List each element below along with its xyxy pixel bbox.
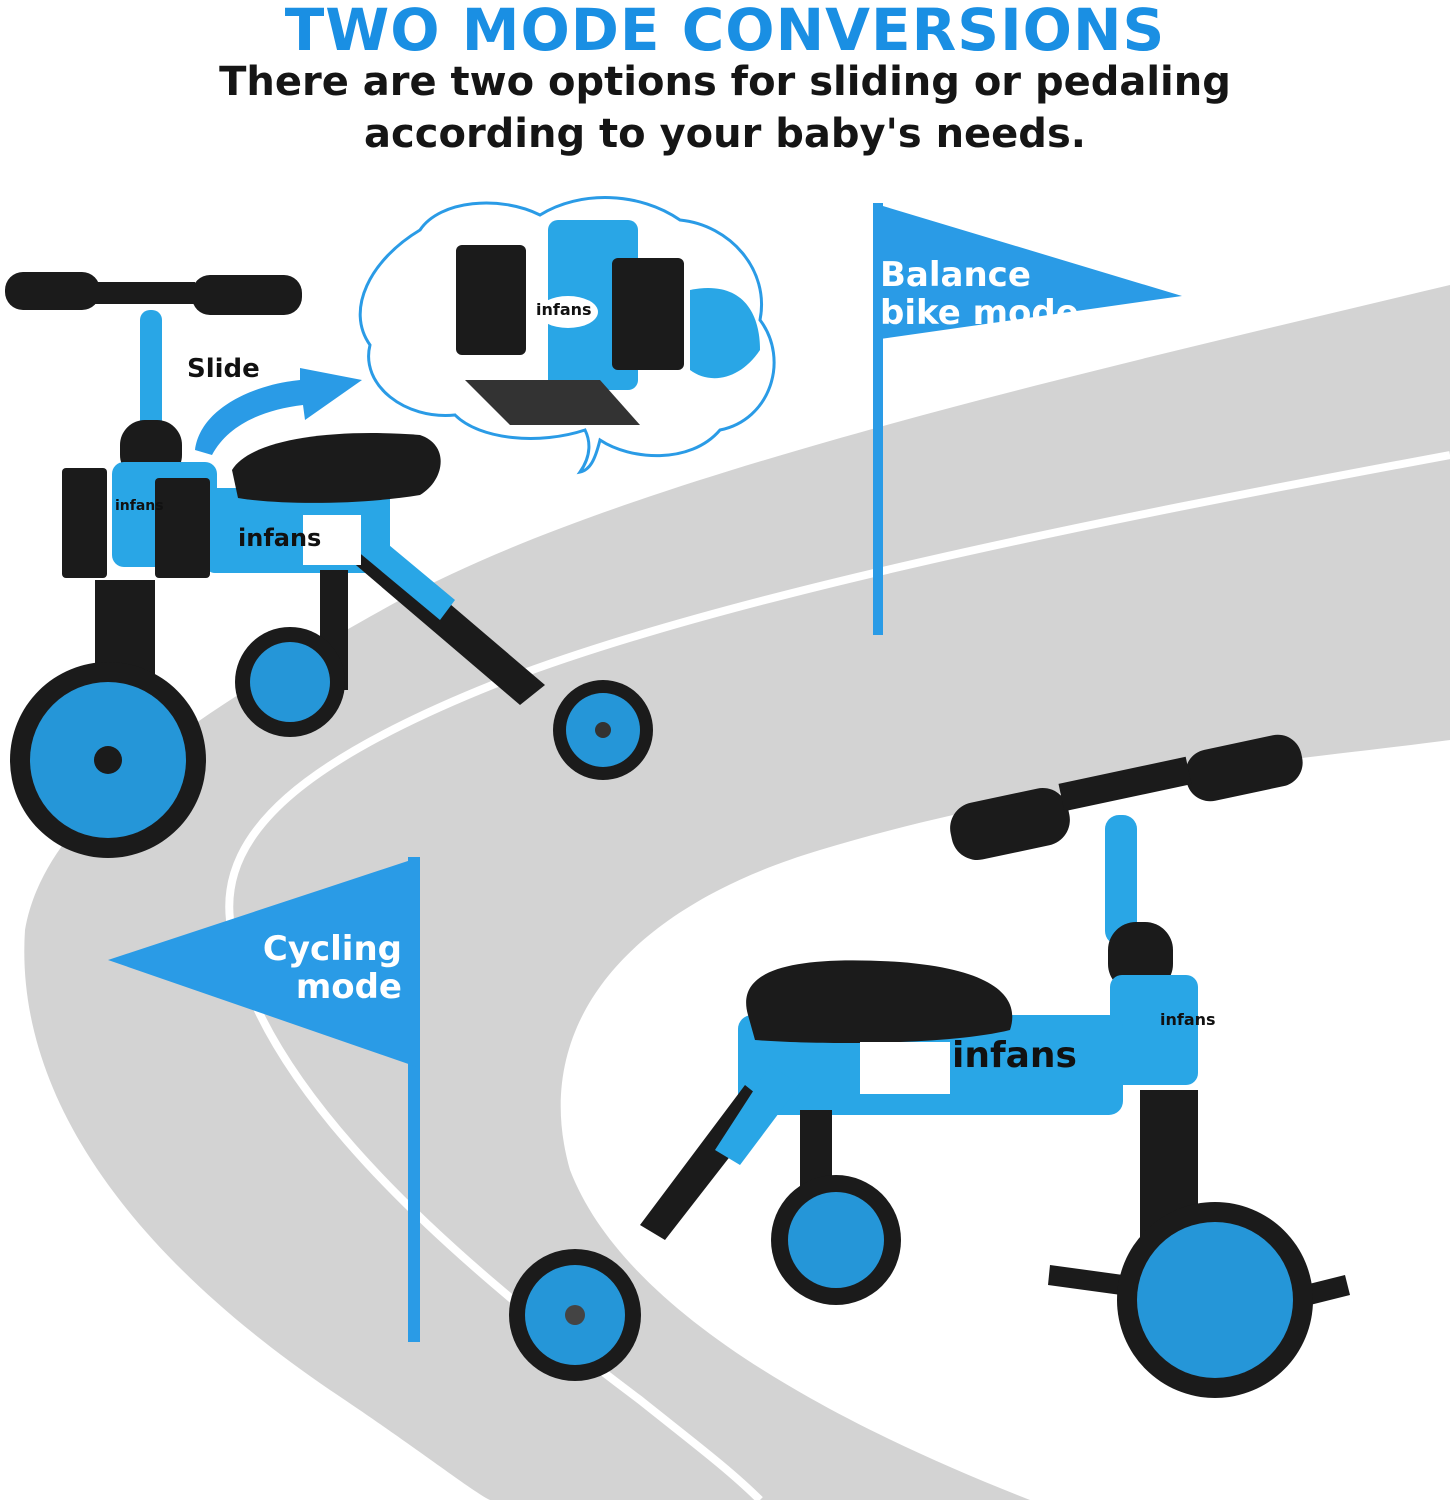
brand-logo-inset: infans xyxy=(536,300,592,319)
subtitle-line-2: according to your baby's needs. xyxy=(364,111,1086,157)
page-title: TWO MODE CONVERSIONS xyxy=(284,0,1166,64)
flag-cycling-line-2: mode xyxy=(295,967,402,1007)
flag-balance-line-1: Balance xyxy=(880,255,1031,295)
tricycle-cycling-mode xyxy=(509,734,1350,1398)
flag-cycling-label: Cycling mode xyxy=(180,930,402,1006)
flag-balance xyxy=(873,203,1182,635)
brand-logo-top-small: infans xyxy=(115,498,164,514)
curved-arrow-icon xyxy=(195,368,362,455)
subtitle-line-1: There are two options for sliding or ped… xyxy=(219,59,1231,105)
slide-label: Slide xyxy=(187,354,260,384)
tricycle-balance-mode xyxy=(5,272,653,858)
page-subtitle: There are two options for sliding or ped… xyxy=(0,56,1450,160)
flag-cycling xyxy=(108,857,420,1342)
brand-logo-bottom: infans xyxy=(952,1035,1077,1076)
flag-balance-label: Balance bike mode xyxy=(880,256,1079,332)
brand-logo-top: infans xyxy=(238,524,322,552)
road xyxy=(24,285,1450,1500)
brand-logo-bottom-small: infans xyxy=(1160,1010,1216,1029)
flag-cycling-line-1: Cycling xyxy=(262,929,402,969)
flag-balance-line-2: bike mode xyxy=(880,293,1079,333)
detail-bubble xyxy=(358,196,776,475)
